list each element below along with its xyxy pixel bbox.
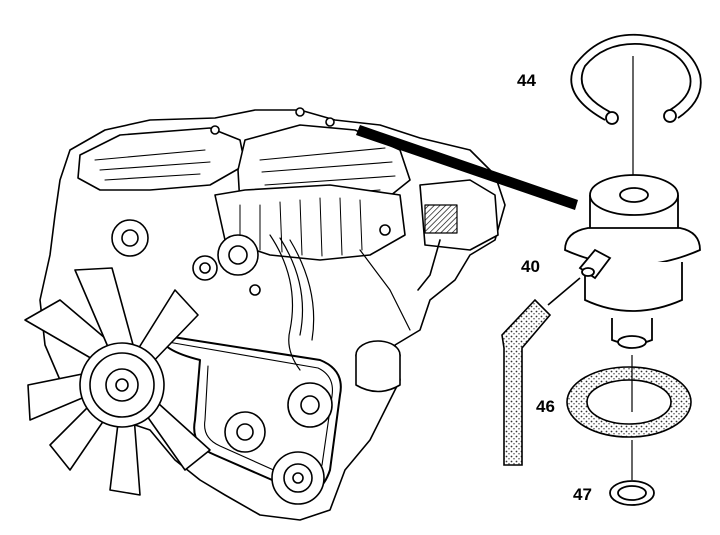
fuel-pressure-regulator (564, 174, 701, 349)
retaining-ring (570, 33, 702, 195)
location-pointer (356, 125, 578, 210)
engine-assembly (24, 107, 578, 521)
cooling-fan (24, 267, 211, 496)
callout-46: 46 (536, 397, 555, 416)
gasket (566, 355, 692, 438)
o-ring (609, 440, 655, 506)
callout-44: 44 (517, 71, 536, 90)
vacuum-hose (501, 277, 581, 466)
left-valve-cover (77, 127, 246, 191)
callout-47: 47 (573, 485, 592, 504)
callout-40: 40 (521, 257, 540, 276)
